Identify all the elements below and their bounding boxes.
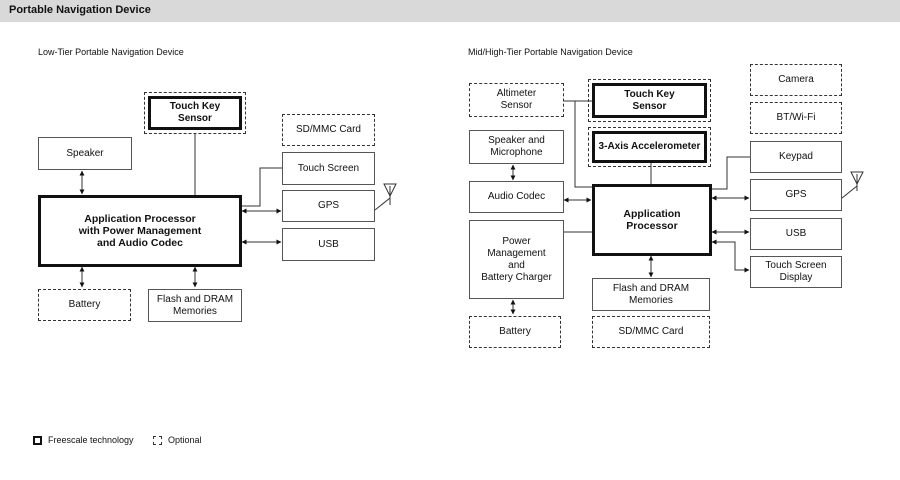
audio-codec-box: Audio Codec (469, 181, 564, 213)
application-processor-box-high: Application Processor (592, 184, 712, 256)
usb-box-low: USB (282, 228, 375, 261)
page-header: Portable Navigation Device (0, 0, 900, 22)
optional-swatch-icon (153, 435, 162, 445)
legend-optional: Optional (153, 435, 202, 445)
touch-key-sensor-box-low: Touch Key Sensor (144, 92, 246, 134)
sdmmc-card-box-low: SD/MMC Card (282, 114, 375, 146)
page-title: Portable Navigation Device (9, 4, 151, 16)
power-management-box: Power Management and Battery Charger (469, 220, 564, 299)
altimeter-sensor-box: Altimeter Sensor (469, 83, 564, 117)
touch-screen-box-low: Touch Screen (282, 152, 375, 185)
touch-screen-display-box: Touch Screen Display (750, 256, 842, 288)
freescale-swatch-icon (33, 435, 42, 445)
gps-box-low: GPS (282, 190, 375, 222)
usb-box-high: USB (750, 218, 842, 250)
speaker-box-low: Speaker (38, 137, 132, 170)
speaker-microphone-box: Speaker and Microphone (469, 130, 564, 164)
low-tier-title: Low-Tier Portable Navigation Device (38, 47, 184, 57)
battery-box-low: Battery (38, 289, 131, 321)
gps-box-high: GPS (750, 179, 842, 211)
touch-key-sensor-box-high: Touch Key Sensor (588, 79, 711, 122)
flash-dram-box-low: Flash and DRAM Memories (148, 289, 242, 322)
keypad-box: Keypad (750, 141, 842, 173)
application-processor-box-low: Application Processor with Power Managem… (38, 195, 242, 267)
mid-high-tier-title: Mid/High-Tier Portable Navigation Device (468, 47, 633, 57)
camera-box: Camera (750, 64, 842, 96)
flash-dram-box-high: Flash and DRAM Memories (592, 278, 710, 311)
battery-box-high: Battery (469, 316, 561, 348)
legend-freescale: Freescale technology (33, 435, 134, 445)
bt-wifi-box: BT/Wi-Fi (750, 102, 842, 134)
accelerometer-box: 3-Axis Accelerometer (588, 127, 711, 167)
legend-freescale-label: Freescale technology (48, 435, 134, 445)
sdmmc-card-box-high: SD/MMC Card (592, 316, 710, 348)
legend-optional-label: Optional (168, 435, 202, 445)
